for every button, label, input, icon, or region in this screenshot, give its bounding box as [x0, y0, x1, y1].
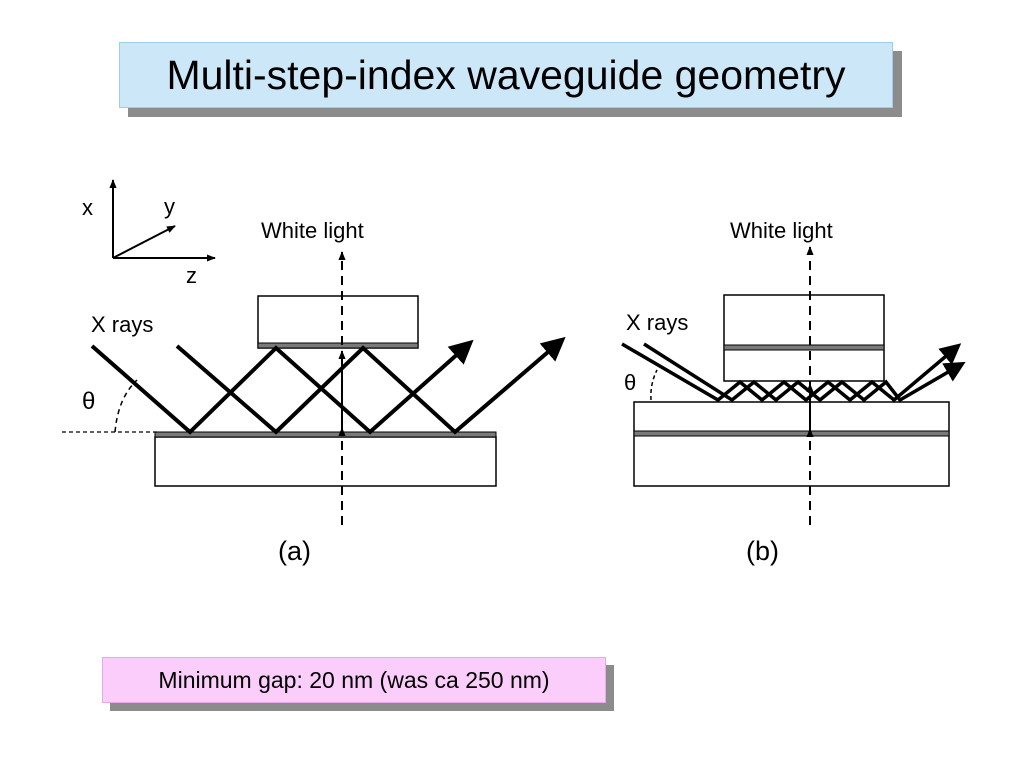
- y-axis-line: [112, 225, 176, 259]
- theta-label-a: θ: [82, 388, 95, 415]
- upper-coating-b: [723, 344, 885, 351]
- xrays-label-a: X rays: [91, 312, 153, 337]
- angle-arc-a: [114, 379, 138, 433]
- substrate-b: [633, 401, 950, 487]
- x-axis-label: x: [82, 195, 93, 220]
- xray-beam-a-1: [90, 339, 474, 435]
- gap-note: Minimum gap: 20 nm (was ca 250 nm): [158, 666, 550, 693]
- caption-b: (b): [746, 536, 779, 566]
- substrate-coating-b: [633, 430, 950, 437]
- y-axis-label: y: [164, 194, 175, 219]
- caption-a: (a): [278, 536, 311, 566]
- theta-label-b: θ: [624, 370, 636, 395]
- xray-beam-b-2: [643, 342, 966, 403]
- note-box: Minimum gap: 20 nm (was ca 250 nm): [102, 657, 606, 703]
- z-axis-label: z: [186, 263, 197, 288]
- xray-beam-a-2: [175, 336, 566, 435]
- coordinate-axes: x y z: [82, 179, 216, 288]
- upper-block-a: [257, 295, 419, 349]
- upper-block-b: [723, 294, 885, 382]
- angle-arc-b: [650, 369, 658, 401]
- panel-a: θ X rays White light (a): [62, 218, 566, 566]
- white-light-label-a: White light: [261, 218, 364, 243]
- title-box: Multi-step-index waveguide geometry: [119, 42, 893, 108]
- substrate-coating-a: [154, 431, 497, 438]
- substrate-a: [154, 436, 497, 487]
- upper-coating-a: [257, 342, 419, 349]
- page-title: Multi-step-index waveguide geometry: [166, 51, 846, 98]
- panel-b: θ X rays White light (b): [621, 218, 966, 566]
- xrays-label-b: X rays: [626, 310, 688, 335]
- white-light-label-b: White light: [730, 218, 833, 243]
